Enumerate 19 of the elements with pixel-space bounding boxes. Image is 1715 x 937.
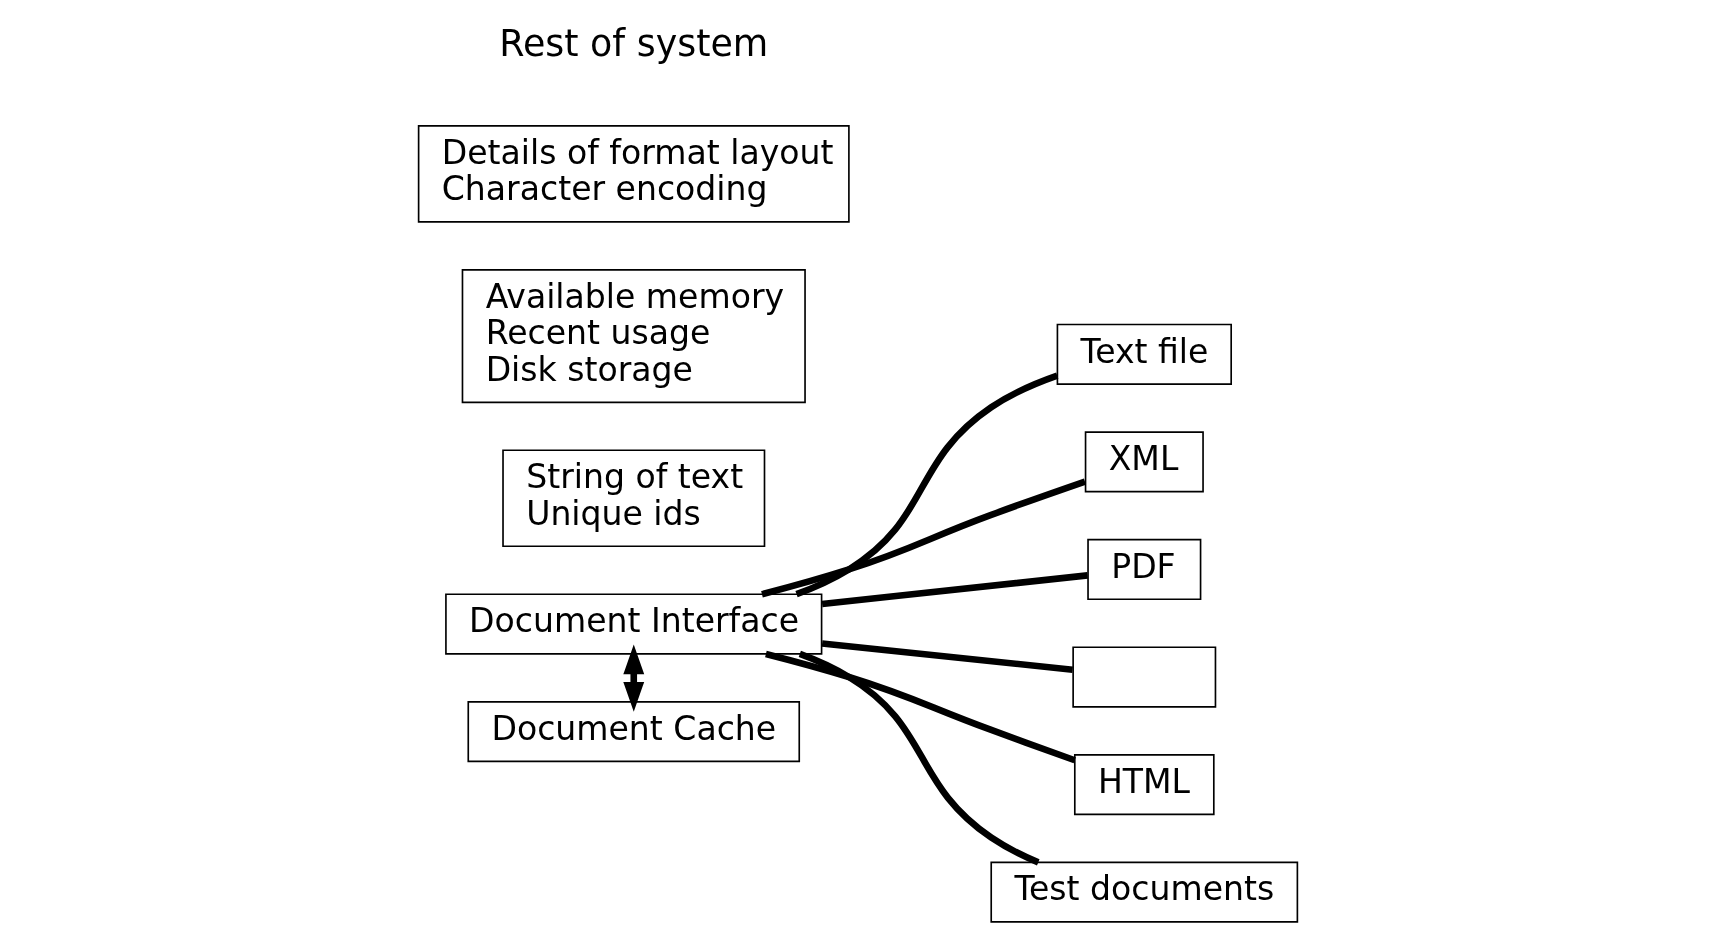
node-box: Document Cache	[466, 701, 800, 763]
node-box: Document Interface	[444, 593, 822, 655]
label: Rest of system	[498, 21, 768, 65]
connector	[798, 650, 1040, 866]
node-box: Details of format layout Character encoding	[417, 125, 850, 223]
node-box: String of text Unique ids	[501, 449, 765, 548]
node-box: HTML	[1073, 753, 1215, 816]
arrow	[622, 644, 644, 712]
connector	[821, 640, 1073, 673]
node-box: Text file	[1056, 323, 1232, 385]
connector	[760, 478, 1086, 598]
node-box: PDF	[1086, 538, 1201, 601]
connector	[794, 372, 1058, 598]
node-box: Available memory Recent usage Disk storage	[461, 269, 806, 404]
connector	[764, 650, 1076, 764]
node-box: XML	[1084, 431, 1204, 493]
node-box	[1071, 646, 1216, 708]
node-box: Test documents	[989, 861, 1298, 923]
connector	[821, 572, 1088, 608]
